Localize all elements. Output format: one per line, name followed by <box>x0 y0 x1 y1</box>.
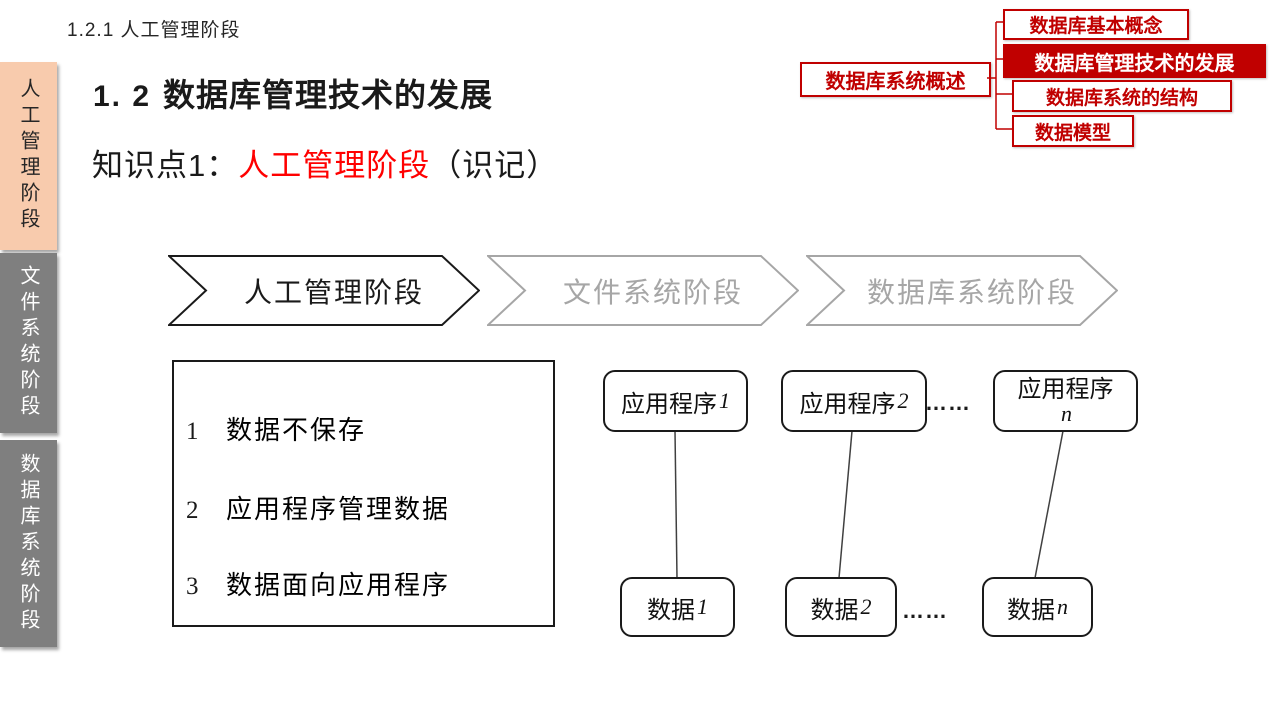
knowledge-point-prefix: 知识点1： <box>92 148 239 183</box>
app-label: 应用程序 <box>1017 375 1114 403</box>
sidebar-item-file-stage[interactable]: 文件系统阶段 <box>0 253 57 433</box>
feature-text: 应用程序管理数据 <box>226 494 451 524</box>
ellipsis-bottom: …… <box>902 598 948 623</box>
minimap-connector-lines <box>987 21 1013 130</box>
stage-chevron-database: 数据库系统阶段 <box>806 255 1118 326</box>
data-label: 数据 <box>1007 596 1055 624</box>
feature-item: 1 数据不保存 <box>186 410 366 447</box>
stage-chevron-label: 文件系统阶段 <box>562 276 743 308</box>
chevron-shape <box>487 255 799 326</box>
stage-chevron-label: 人工管理阶段 <box>243 276 424 308</box>
ellipsis-top: …… <box>925 390 971 415</box>
feature-text: 数据面向应用程序 <box>226 570 451 600</box>
knowledge-point-line: 知识点1：人工管理阶段（识记） <box>92 140 558 185</box>
minimap-root-overview[interactable]: 数据库系统概述 <box>800 62 991 97</box>
stage-chevron-file: 文件系统阶段 <box>487 255 799 326</box>
feature-number: 3 <box>186 573 199 600</box>
feature-number: 2 <box>186 497 199 524</box>
app-subscript: n <box>1061 401 1072 427</box>
sidebar-item-manual-stage[interactable]: 人工管理阶段 <box>0 62 57 250</box>
app-subscript: 2 <box>897 388 909 413</box>
feature-item: 3 数据面向应用程序 <box>186 565 450 602</box>
section-number: 1. 2 <box>93 80 152 113</box>
app-subscript: 1 <box>719 388 730 413</box>
app-label: 应用程序 <box>799 390 896 418</box>
feature-item: 2 应用程序管理数据 <box>186 489 450 526</box>
minimap-item-data-model[interactable]: 数据模型 <box>1012 115 1134 147</box>
stage-chevron-label: 数据库系统阶段 <box>866 276 1077 308</box>
knowledge-point-highlight: 人工管理阶段 <box>238 148 431 183</box>
minimap-item-system-structure[interactable]: 数据库系统的结构 <box>1012 80 1232 112</box>
diagram-connector-lines <box>674 431 1064 578</box>
app-label: 应用程序 <box>621 390 717 418</box>
feature-number: 1 <box>186 418 199 445</box>
minimap-item-basic-concepts[interactable]: 数据库基本概念 <box>1003 9 1189 40</box>
feature-text: 数据不保存 <box>226 415 367 445</box>
chevron-shape <box>806 255 1118 326</box>
data-subscript: 2 <box>860 594 872 619</box>
breadcrumb: 1.2.1 人工管理阶段 <box>67 20 241 41</box>
section-title-text: 数据库管理技术的发展 <box>163 77 494 113</box>
chevron-shape <box>168 255 480 326</box>
data-label: 数据 <box>647 596 695 624</box>
features-box: 1 数据不保存 2 应用程序管理数据 3 数据面向应用程序 <box>172 360 555 627</box>
section-title: 1. 2 数据库管理技术的发展 <box>93 70 493 116</box>
data-subscript: n <box>1057 594 1068 619</box>
knowledge-point-suffix: （识记） <box>430 148 559 183</box>
stage-chevron-manual: 人工管理阶段 <box>168 255 480 326</box>
sidebar-item-database-stage[interactable]: 数据库系统阶段 <box>0 440 57 647</box>
data-label: 数据 <box>810 596 859 624</box>
data-subscript: 1 <box>697 594 708 619</box>
minimap-item-management-tech-development[interactable]: 数据库管理技术的发展 <box>1003 44 1266 78</box>
